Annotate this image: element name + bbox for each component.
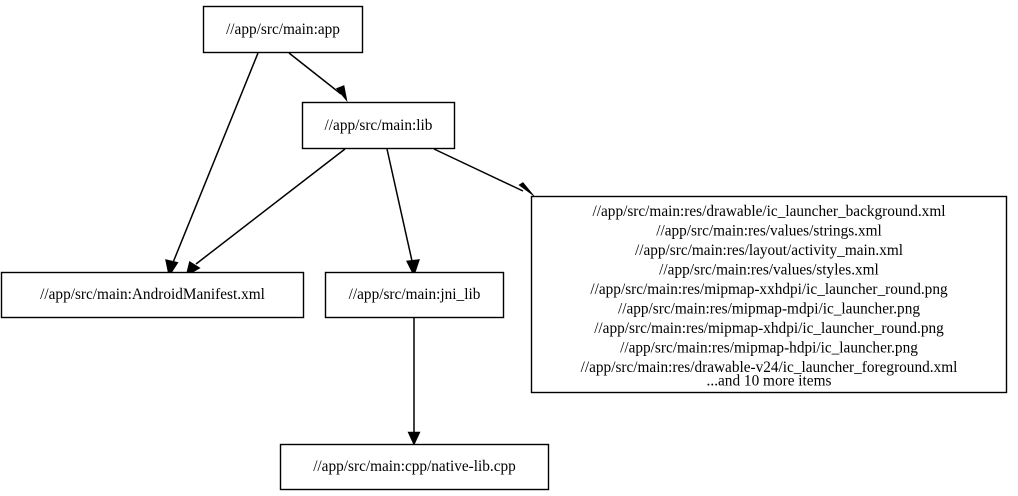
- node-res-group-line-2: //app/src/main:res/values/strings.xml: [656, 223, 882, 240]
- edge-app-to-manifest: [165, 52, 259, 278]
- edge-jni-lib-to-native-lib: [407, 318, 421, 446]
- node-lib-label: //app/src/main:lib: [325, 117, 433, 134]
- node-res-group-line-6: //app/src/main:res/mipmap-mdpi/ic_launch…: [618, 301, 920, 318]
- node-res-group-label: //app/src/main:res/drawable/ic_launcher_…: [581, 203, 958, 390]
- node-app-box[interactable]: [202, 5, 364, 54]
- node-lib[interactable]: //app/src/main:lib: [301, 101, 456, 150]
- edge-lib-to-jni-lib: [386, 148, 420, 277]
- node-res-group-line-1: //app/src/main:res/drawable/ic_launcher_…: [593, 203, 946, 220]
- node-app[interactable]: //app/src/main:app: [202, 5, 364, 54]
- node-jni-lib[interactable]: //app/src/main:jni_lib: [324, 271, 505, 319]
- node-res-group[interactable]: //app/src/main:res/drawable/ic_launcher_…: [530, 195, 1008, 394]
- edge-lib-to-res-group: [433, 148, 535, 197]
- node-res-group-box[interactable]: [530, 195, 1008, 394]
- edge-app-to-lib: [288, 52, 348, 103]
- node-lib-box[interactable]: [301, 101, 456, 150]
- graph-edges: [165, 52, 535, 446]
- node-native-lib-cpp[interactable]: //app/src/main:cpp/native-lib.cpp: [279, 443, 550, 491]
- edge-lib-to-manifest: [185, 148, 346, 277]
- node-res-group-line-4: //app/src/main:res/values/styles.xml: [659, 262, 879, 279]
- node-native-lib-cpp-label: //app/src/main:cpp/native-lib.cpp: [313, 458, 516, 475]
- node-res-group-line-3: //app/src/main:res/layout/activity_main.…: [635, 242, 903, 259]
- node-res-group-line-9: //app/src/main:res/drawable-v24/ic_launc…: [581, 359, 958, 376]
- node-res-group-line-8: //app/src/main:res/mipmap-hdpi/ic_launch…: [620, 340, 918, 357]
- node-android-manifest-box[interactable]: [0, 271, 305, 319]
- node-res-group-line-5: //app/src/main:res/mipmap-xxhdpi/ic_laun…: [590, 281, 948, 298]
- node-jni-lib-box[interactable]: [324, 271, 505, 319]
- node-res-group-line-7: //app/src/main:res/mipmap-xhdpi/ic_launc…: [594, 320, 944, 337]
- node-android-manifest-label: //app/src/main:AndroidManifest.xml: [40, 286, 265, 303]
- node-app-label: //app/src/main:app: [226, 21, 340, 38]
- node-jni-lib-label: //app/src/main:jni_lib: [349, 286, 481, 303]
- node-native-lib-cpp-box[interactable]: [279, 443, 550, 491]
- node-android-manifest[interactable]: //app/src/main:AndroidManifest.xml: [0, 271, 305, 319]
- node-res-group-line-10: ...and 10 more items: [707, 373, 832, 390]
